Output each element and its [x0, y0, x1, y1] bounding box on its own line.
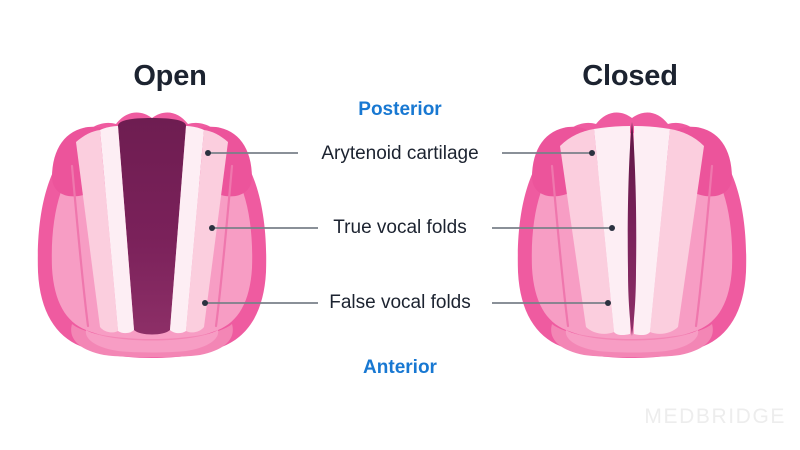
medbridge-watermark: MEDBRIDGE: [644, 405, 786, 428]
open-anterior-shelf-highlight: [85, 330, 219, 353]
closed-anterior-shelf-highlight: [565, 330, 699, 353]
dot-arytenoid-right: [589, 150, 595, 156]
dot-true-left: [209, 225, 215, 231]
open-true-fold-right: [170, 126, 204, 334]
dot-false-right: [605, 300, 611, 306]
callout-label-true-vocal-folds: True vocal folds: [333, 217, 467, 238]
open-false-fold-right: [186, 130, 228, 333]
orientation-label-anterior: Anterior: [363, 357, 437, 378]
open-false-fold-left: [76, 130, 118, 333]
callout-leader-lines: [205, 152, 612, 304]
closed-crease-right: [694, 164, 714, 328]
callout-leader-dots: [202, 150, 615, 306]
callout-label-false-vocal-folds: False vocal folds: [329, 292, 471, 313]
larynx-open-group: [37, 112, 267, 359]
orientation-label-posterior: Posterior: [358, 99, 442, 120]
open-glottis: [118, 118, 186, 335]
callout-label-arytenoid-cartilage: Arytenoid cartilage: [321, 143, 479, 164]
dot-false-left: [202, 300, 208, 306]
dot-true-right: [609, 225, 615, 231]
open-crease-right: [214, 164, 234, 328]
closed-glottis-slit: [627, 122, 637, 336]
panel-title-closed: Closed: [582, 60, 678, 92]
open-true-fold-left: [100, 126, 134, 334]
closed-false-fold-left: [560, 129, 614, 334]
panel-title-open: Open: [133, 60, 207, 92]
closed-false-fold-right: [650, 129, 704, 334]
dot-arytenoid-left: [205, 150, 211, 156]
open-crease-left: [70, 164, 90, 328]
larynx-closed-group: [517, 112, 747, 359]
closed-true-fold-right: [634, 126, 670, 336]
closed-crease-left: [550, 164, 570, 328]
